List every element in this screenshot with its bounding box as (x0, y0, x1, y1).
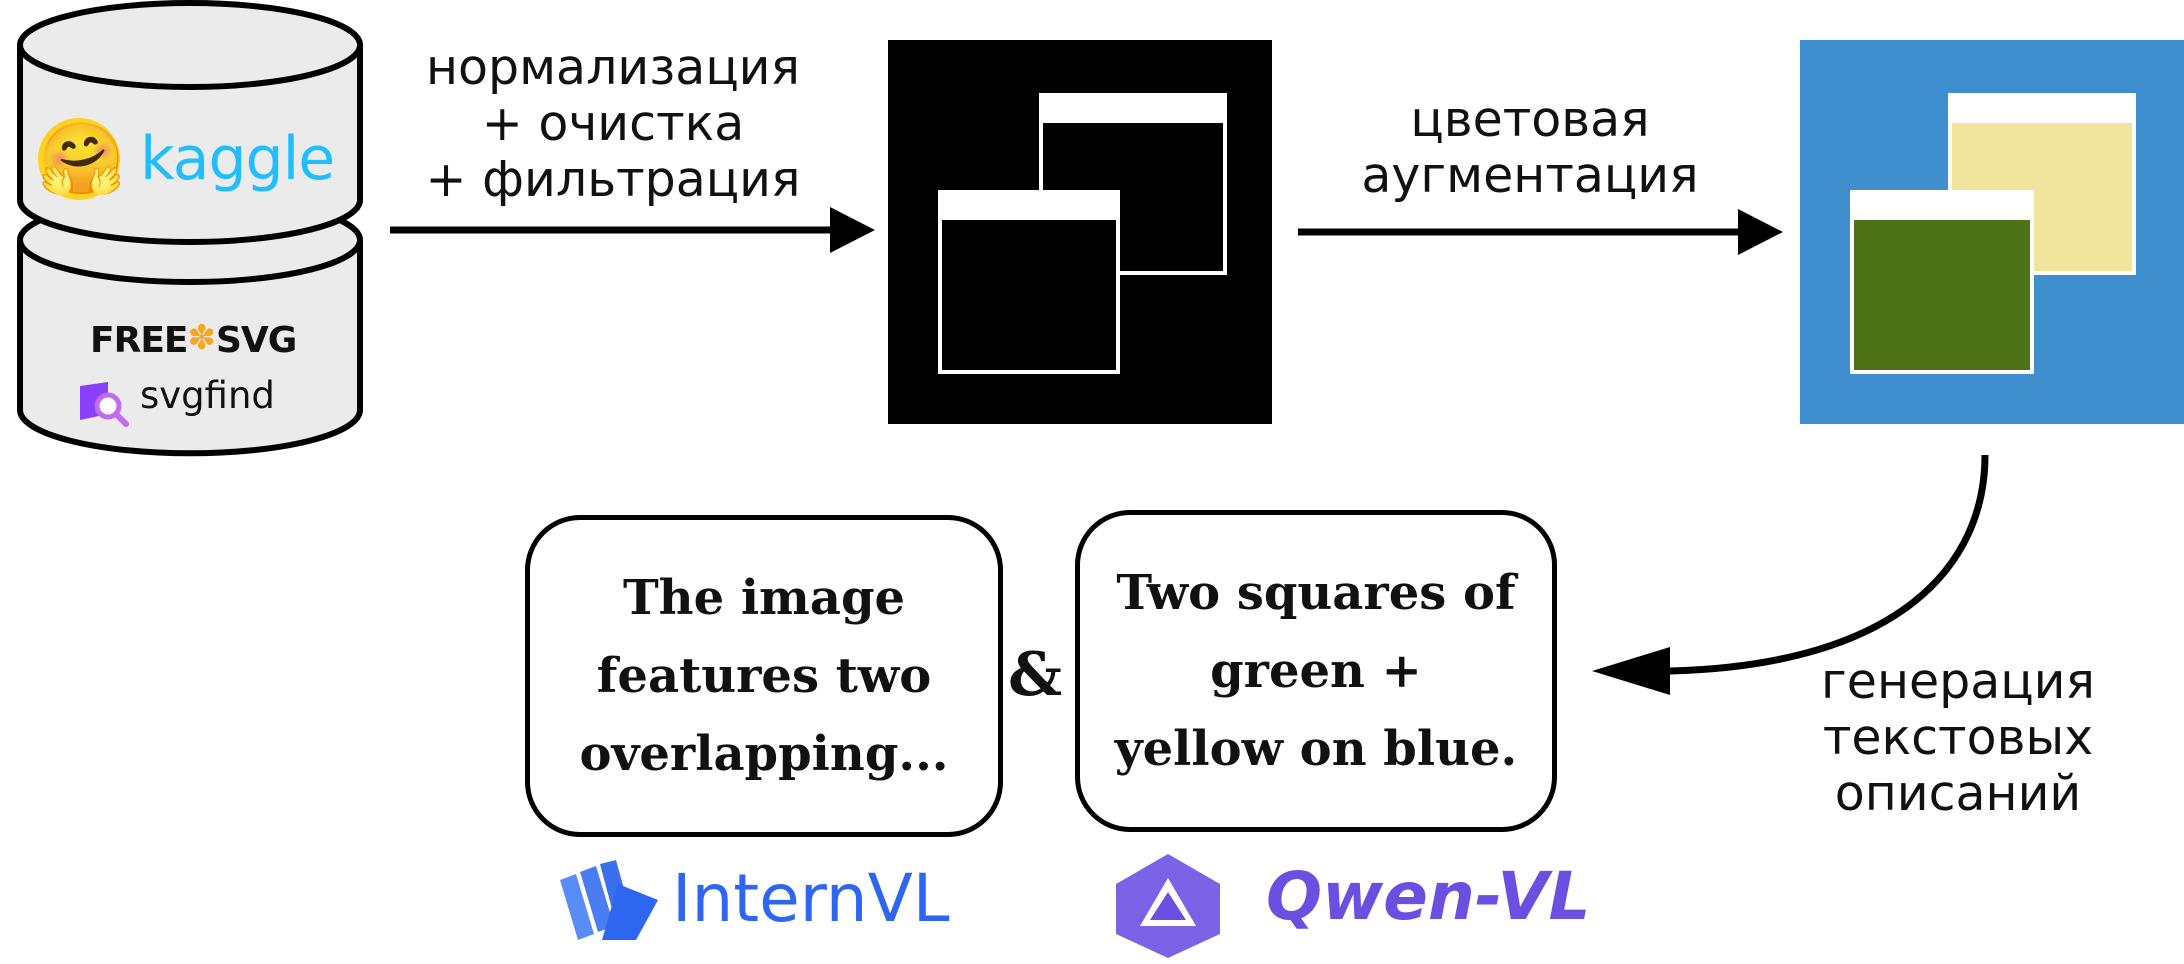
arrow-augment (1298, 209, 1783, 255)
qwen-caption-line-1: Two squares of (1116, 565, 1516, 621)
captioning-line-1: генерация (1821, 653, 2095, 710)
normalize-line-2: + очистка (481, 95, 745, 152)
captioning-step-label: генерация текстовых описаний (1768, 654, 2148, 822)
augment-line-2: аугментация (1361, 147, 1699, 204)
captioning-line-3: описаний (1834, 765, 2082, 822)
flower-icon: ✽ (187, 318, 217, 358)
ampersand: & (1008, 640, 1063, 710)
internvl-caption-line-3: overlapping... (579, 726, 949, 782)
qwen-caption-line-3: yellow on blue. (1114, 721, 1518, 777)
augmented-svg-preview (1800, 40, 2184, 424)
qwen-caption-line-2: green + (1210, 643, 1422, 699)
qwen-logo-icon (1116, 854, 1220, 958)
captioning-line-2: текстовых (1822, 709, 2094, 766)
qwen-caption-box: Two squares of green + yellow on blue. (1075, 510, 1557, 832)
normalize-step-label: нормализация + очистка + фильтрация (398, 40, 828, 208)
freesvg-left-text: FREE (90, 320, 188, 361)
freesvg-logo: FREE✽SVG (90, 318, 297, 361)
arrow-captioning (1592, 454, 1989, 695)
augment-line-1: цветовая (1410, 91, 1650, 148)
internvl-logo-text: InternVL (672, 860, 950, 937)
svgfind-logo-text: svgfind (140, 374, 275, 417)
arrow-normalize (390, 207, 875, 253)
augment-step-label: цветовая аугментация (1300, 92, 1760, 204)
qwen-caption: Two squares of green + yellow on blue. (1115, 554, 1518, 788)
qwen-logo-text: Qwen-VL (1266, 858, 1591, 935)
normalize-line-1: нормализация (425, 39, 801, 96)
huggingface-logo: 🤗 (38, 118, 126, 200)
normalized-svg-preview (888, 40, 1272, 424)
internvl-caption-box: The image features two overlapping... (525, 515, 1003, 837)
internvl-logo-icon (560, 860, 658, 940)
internvl-caption: The image features two overlapping... (579, 559, 948, 793)
internvl-caption-line-2: features two (596, 648, 932, 704)
svgfind-icon (80, 382, 129, 427)
normalize-line-3: + фильтрация (425, 151, 801, 208)
kaggle-logo: kaggle (140, 124, 335, 194)
freesvg-right-text: SVG (216, 320, 297, 361)
internvl-caption-line-1: The image (622, 570, 906, 626)
